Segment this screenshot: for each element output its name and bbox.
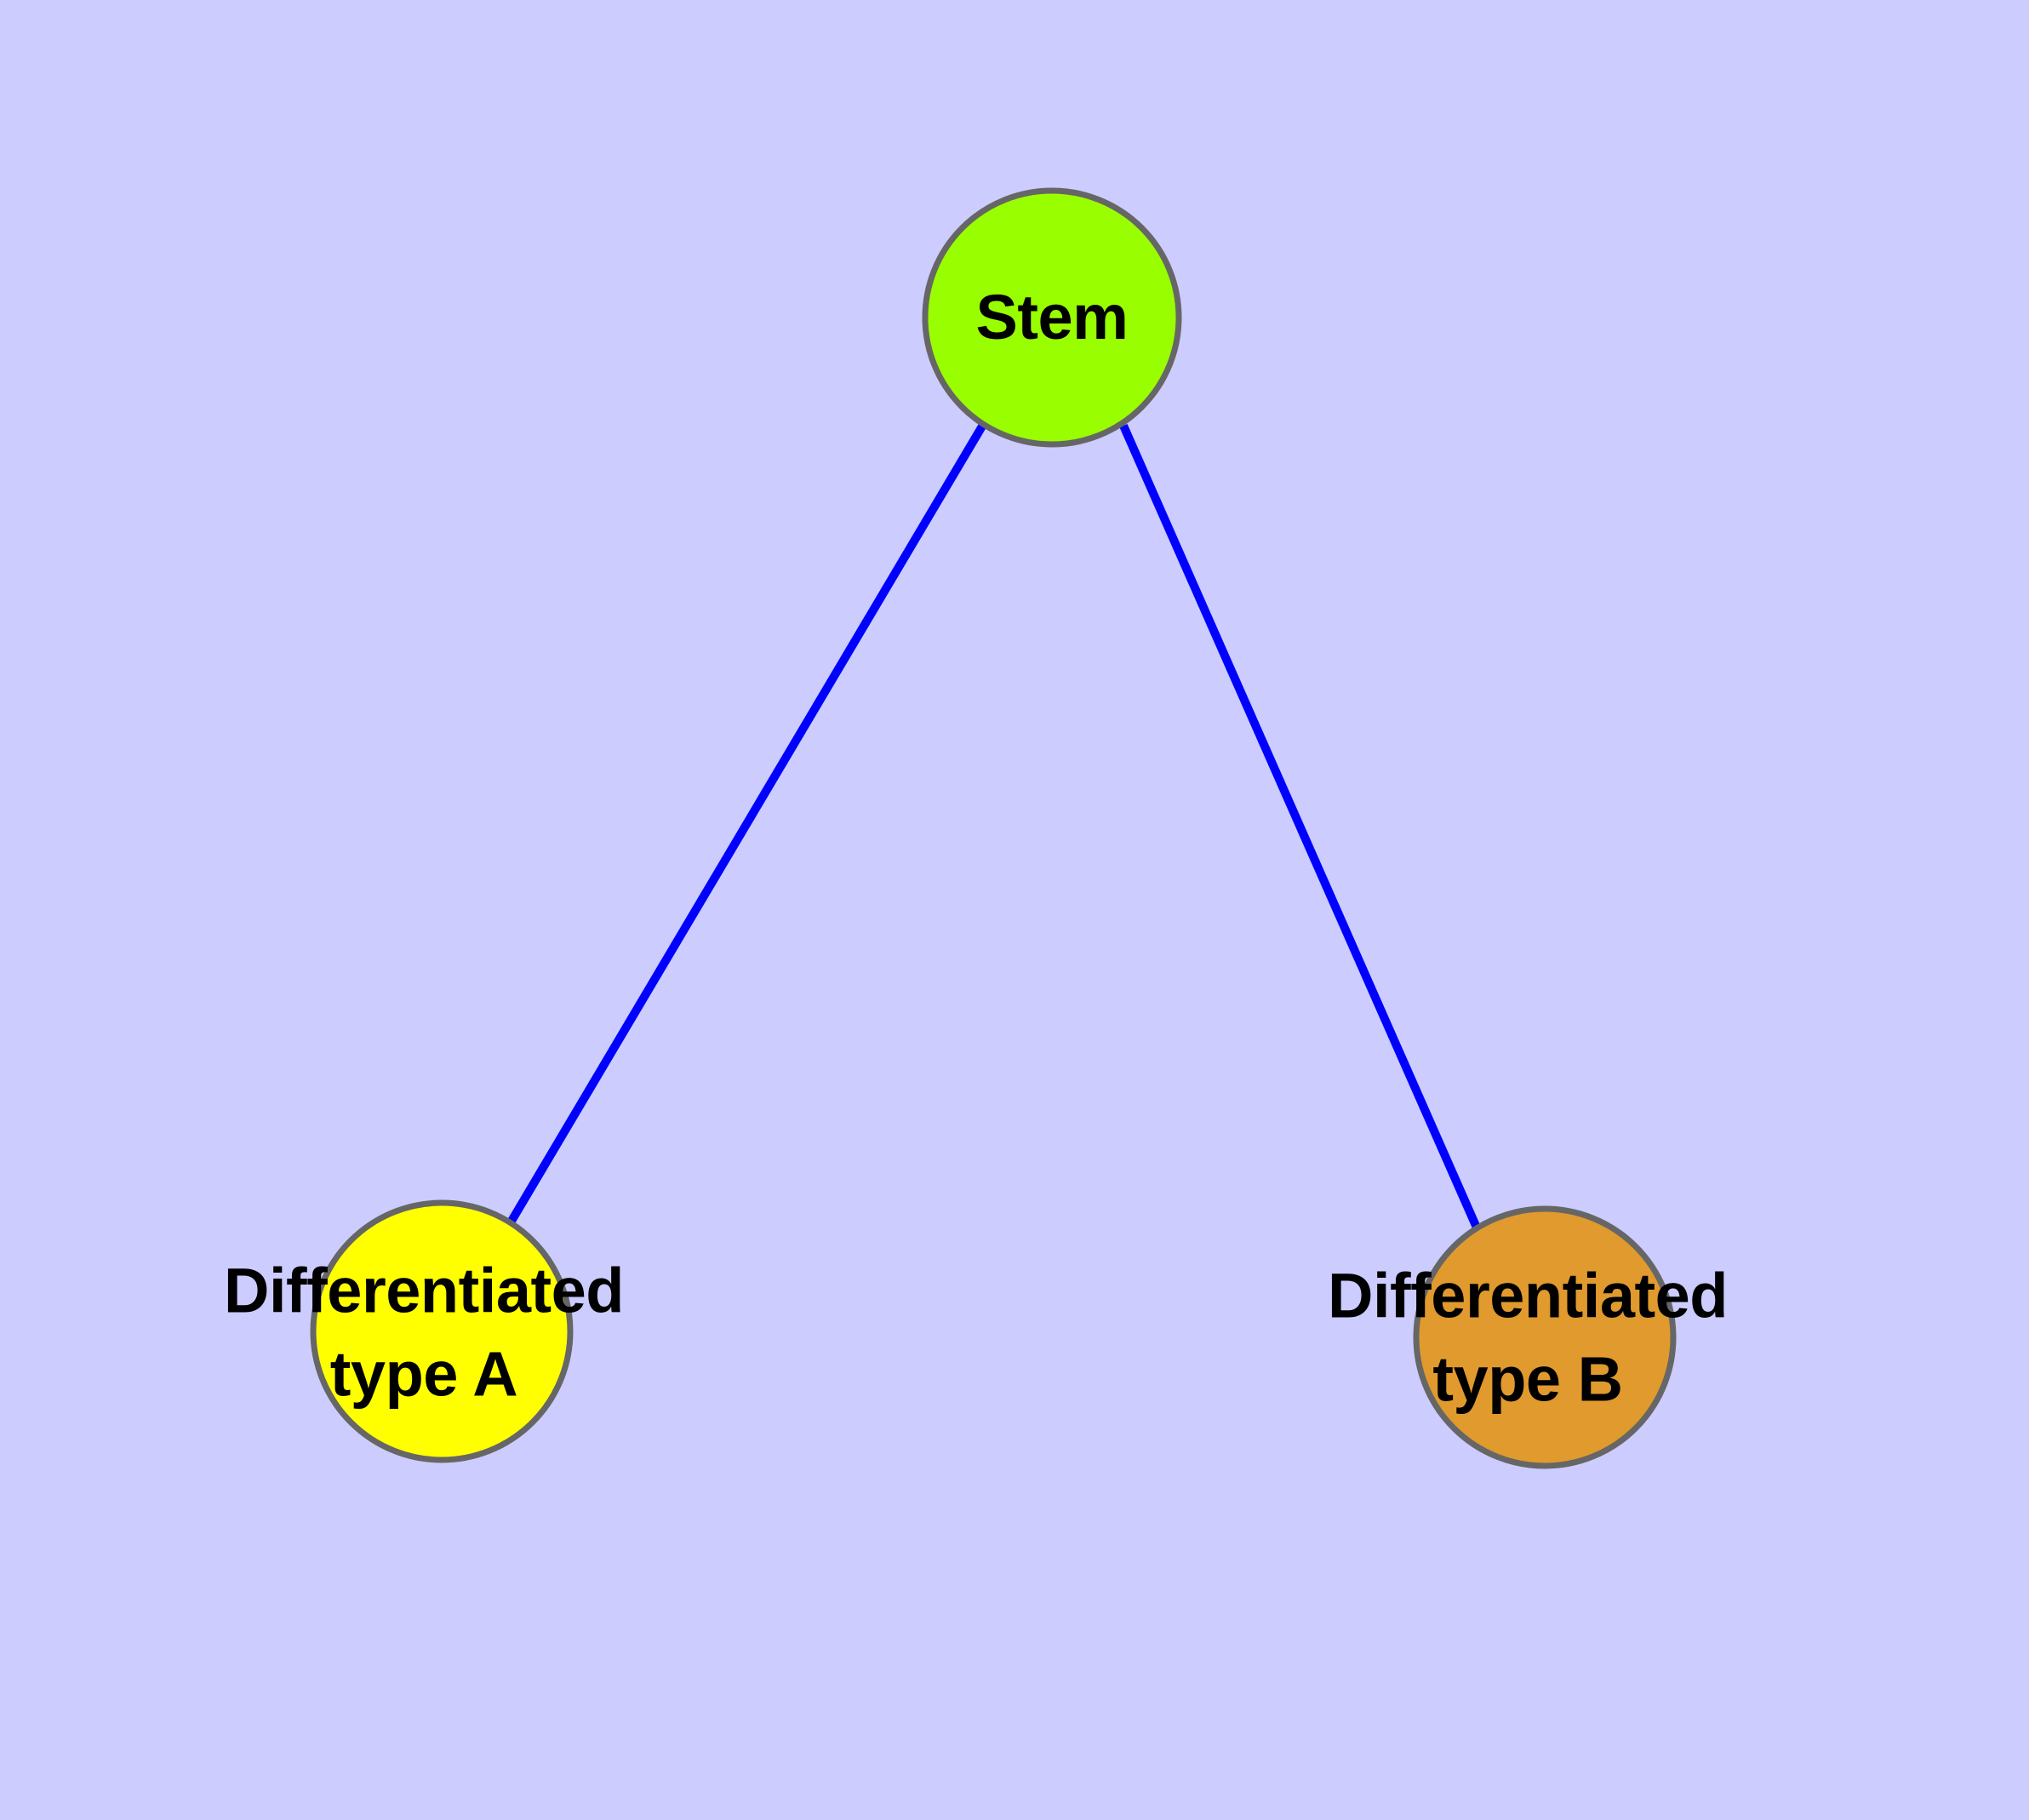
node-diff-a-circle[interactable]	[310, 1199, 574, 1463]
node-layer	[310, 187, 1677, 1469]
node-diff-b-circle[interactable]	[1413, 1205, 1677, 1469]
edge-layer	[506, 422, 1481, 1230]
edge-stem-to-diff-a[interactable]	[506, 422, 987, 1225]
node-stem-circle[interactable]	[922, 187, 1182, 448]
edge-stem-to-diff-b[interactable]	[1119, 423, 1481, 1230]
